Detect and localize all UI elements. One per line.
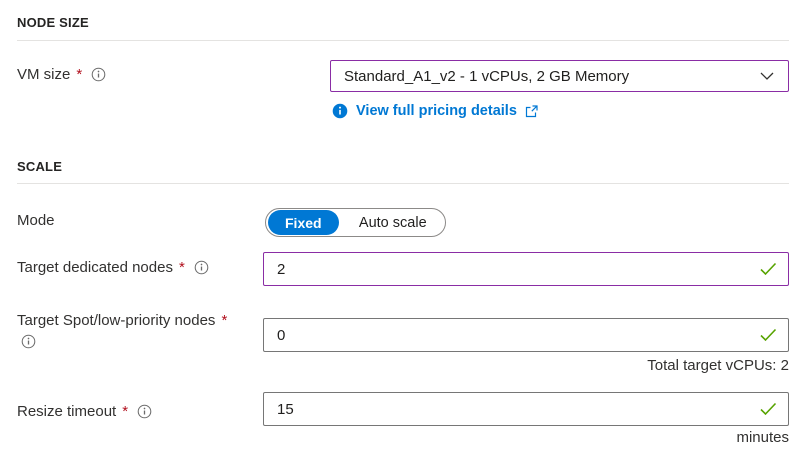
info-icon[interactable] bbox=[21, 334, 36, 354]
vm-size-label: VM size bbox=[17, 66, 71, 83]
info-icon[interactable] bbox=[194, 260, 209, 275]
mode-option-auto-scale[interactable]: Auto scale bbox=[358, 214, 427, 231]
info-icon[interactable] bbox=[91, 67, 106, 82]
target-spot-nodes-field bbox=[263, 318, 789, 352]
resize-timeout-unit: minutes bbox=[736, 429, 789, 446]
vm-size-dropdown[interactable]: Standard_A1_v2 - 1 vCPUs, 2 GB Memory bbox=[330, 60, 789, 92]
total-target-vcpus-text: Total target vCPUs: 2 bbox=[647, 357, 789, 374]
valid-check-icon bbox=[760, 402, 777, 416]
mode-label: Mode bbox=[17, 212, 55, 229]
mode-toggle: Fixed Auto scale bbox=[265, 208, 446, 237]
info-icon[interactable] bbox=[137, 404, 152, 419]
resize-timeout-field bbox=[263, 392, 789, 426]
scale-section-header: SCALE bbox=[17, 159, 63, 174]
required-asterisk: * bbox=[221, 312, 228, 329]
resize-timeout-input[interactable] bbox=[263, 392, 789, 426]
required-asterisk: * bbox=[76, 66, 83, 83]
vm-size-label-row: VM size * bbox=[17, 66, 106, 83]
valid-check-icon bbox=[760, 328, 777, 342]
required-asterisk: * bbox=[178, 259, 185, 276]
target-spot-nodes-label: Target Spot/low-priority nodes bbox=[17, 312, 216, 329]
info-filled-icon bbox=[332, 103, 348, 119]
pricing-details-link[interactable]: View full pricing details bbox=[332, 103, 538, 119]
target-dedicated-nodes-input[interactable] bbox=[263, 252, 789, 286]
required-asterisk: * bbox=[122, 403, 129, 420]
chevron-down-icon bbox=[760, 72, 774, 80]
target-spot-nodes-label-row: Target Spot/low-priority nodes * bbox=[17, 312, 227, 329]
valid-check-icon bbox=[760, 262, 777, 276]
pricing-details-link-label: View full pricing details bbox=[356, 103, 517, 119]
vm-size-selected-value: Standard_A1_v2 - 1 vCPUs, 2 GB Memory bbox=[344, 67, 630, 85]
target-dedicated-nodes-field bbox=[263, 252, 789, 286]
external-link-icon bbox=[525, 104, 538, 118]
resize-timeout-label: Resize timeout bbox=[17, 403, 117, 420]
target-spot-nodes-input[interactable] bbox=[263, 318, 789, 352]
section-divider bbox=[17, 40, 789, 41]
resize-timeout-label-row: Resize timeout * bbox=[17, 403, 152, 420]
node-size-section-header: NODE SIZE bbox=[17, 15, 89, 30]
target-dedicated-nodes-label-row: Target dedicated nodes * bbox=[17, 259, 209, 276]
mode-option-fixed[interactable]: Fixed bbox=[268, 210, 339, 235]
section-divider bbox=[17, 183, 789, 184]
target-dedicated-nodes-label: Target dedicated nodes bbox=[17, 259, 173, 276]
